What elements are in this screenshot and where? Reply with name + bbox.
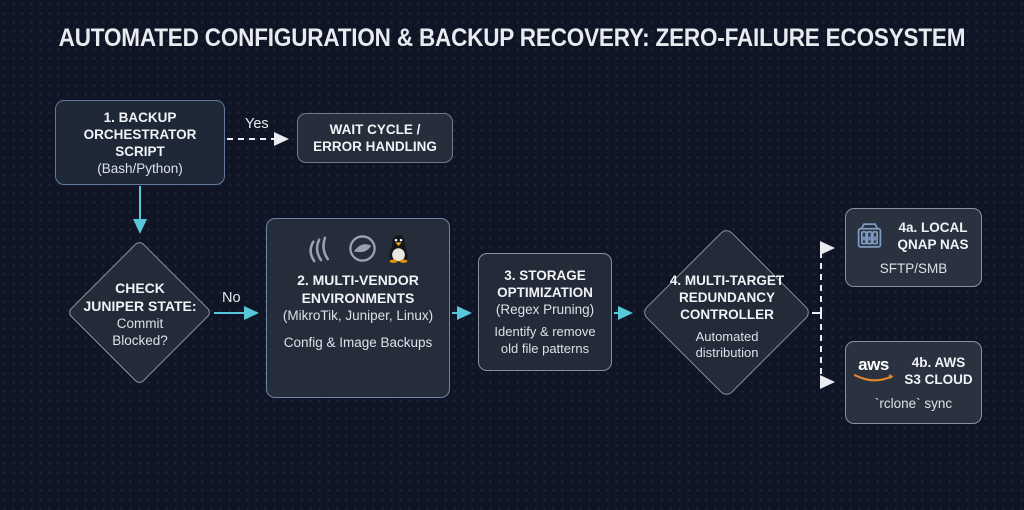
aws-row: aws 4b. AWS S3 CLOUD xyxy=(853,354,975,388)
node-aws-s3: aws 4b. AWS S3 CLOUD `rclone` sync xyxy=(845,341,982,424)
controller-heading-line1: 4. MULTI-TARGET xyxy=(669,273,785,288)
node-storage: 3. STORAGE OPTIMIZATION (Regex Pruning) … xyxy=(478,253,612,371)
node-wait-cycle-heading: WAIT CYCLE / ERROR HANDLING xyxy=(313,122,437,154)
node-multivendor-sub: (MikroTik, Juniper, Linux) xyxy=(282,308,434,324)
node-qnap-heading: 4a. LOCAL QNAP NAS xyxy=(897,219,969,252)
vendor-icons xyxy=(305,234,411,263)
controller-text: 4. MULTI-TARGET REDUNDANCY CONTROLLER Au… xyxy=(647,272,807,362)
controller-heading-line2: REDUNDANCY xyxy=(678,290,775,305)
aws-logo: aws xyxy=(853,355,895,382)
nas-row: 4a. LOCAL QNAP NAS xyxy=(854,219,973,253)
controller-heading-line3: CONTROLLER xyxy=(680,307,774,322)
check-heading-line1: CHECK xyxy=(115,280,165,296)
edge-branch-to-aws-arrow xyxy=(820,313,835,389)
check-juniper-text: CHECK JUNIPER STATE: Commit Blocked? xyxy=(60,280,220,349)
linux-tux-icon xyxy=(389,235,408,263)
node-backup-orchestrator-heading: 1. BACKUP ORCHESTRATOR SCRIPT xyxy=(83,109,197,159)
node-backup-orchestrator: 1. BACKUP ORCHESTRATOR SCRIPT (Bash/Pyth… xyxy=(55,100,225,185)
check-sub-line2: Blocked? xyxy=(112,333,168,349)
node-qnap-sub: SFTP/SMB xyxy=(879,260,948,276)
node-aws-heading: 4b. AWS S3 CLOUD xyxy=(904,354,973,387)
node-aws-sub: `rclone` sync xyxy=(874,395,953,411)
page-title: AUTOMATED CONFIGURATION & BACKUP RECOVER… xyxy=(58,24,966,52)
juniper-icon xyxy=(349,235,376,262)
aws-logo-text: aws xyxy=(858,355,889,375)
node-qnap-nas: 4a. LOCAL QNAP NAS SFTP/SMB xyxy=(845,208,982,287)
edge-label-yes: Yes xyxy=(245,116,269,132)
controller-sub-line2: distribution xyxy=(695,345,759,361)
node-multivendor-heading: 2. MULTI-VENDOR ENVIRONMENTS xyxy=(297,272,419,306)
qnap-nas-icon xyxy=(857,223,882,248)
check-sub-line1: Commit xyxy=(116,316,164,332)
edge-label-no: No xyxy=(222,290,241,306)
aws-smile-icon xyxy=(853,373,894,382)
node-wait-cycle: WAIT CYCLE / ERROR HANDLING xyxy=(297,113,453,163)
edge-branch-to-nas-arrow xyxy=(820,241,835,313)
node-multivendor: 2. MULTI-VENDOR ENVIRONMENTS (MikroTik, … xyxy=(266,218,450,398)
check-heading-line2: JUNIPER STATE: xyxy=(83,297,197,314)
mikrotik-icon xyxy=(309,236,330,263)
node-storage-sub: (Regex Pruning) xyxy=(495,302,595,318)
node-backup-orchestrator-sub: (Bash/Python) xyxy=(97,160,183,176)
node-storage-note: Identify & remove old file patterns xyxy=(494,324,596,356)
node-storage-heading: 3. STORAGE OPTIMIZATION xyxy=(497,268,593,301)
controller-sub-line1: Automated xyxy=(695,329,759,344)
node-multivendor-note: Config & Image Backups xyxy=(283,335,433,351)
